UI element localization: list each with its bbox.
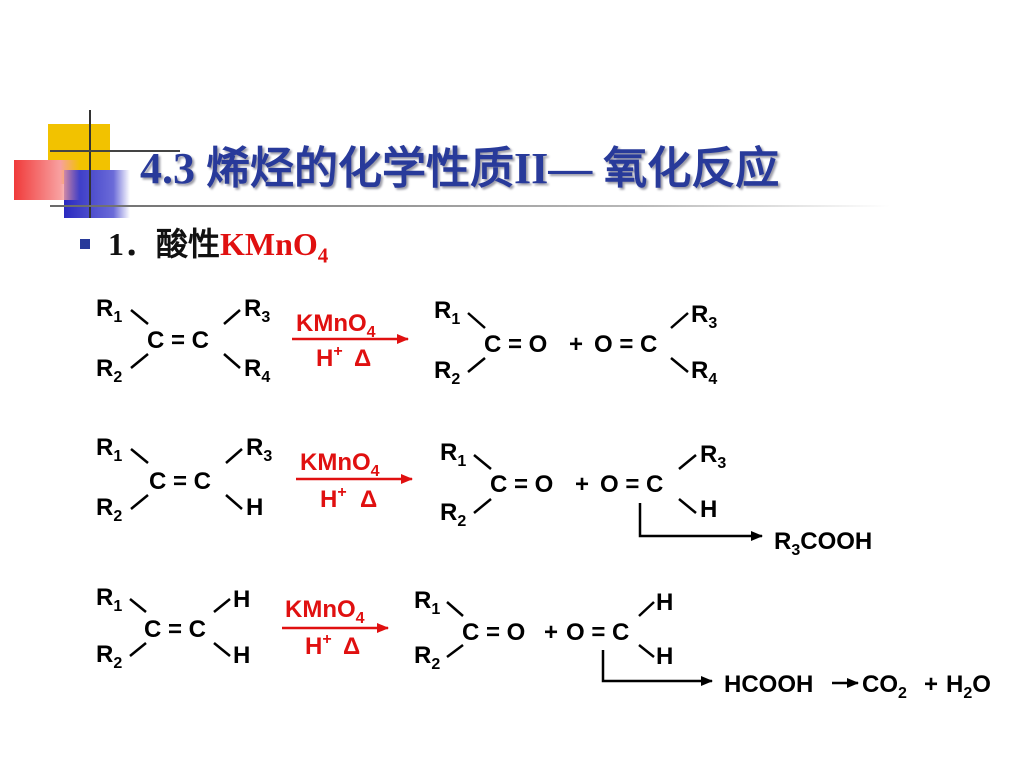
alkene-double-bond: C = C xyxy=(149,468,211,495)
substituent-r3: R3 xyxy=(700,441,726,472)
bond-lines xyxy=(473,454,697,514)
substituent-r2: R2 xyxy=(96,355,122,386)
substituent-r1: R1 xyxy=(414,587,440,618)
substituent-r4: R4 xyxy=(244,355,270,386)
heat-symbol: Δ xyxy=(354,345,371,372)
reagent-formula: KMnO4 xyxy=(285,596,365,627)
heat-symbol: Δ xyxy=(360,486,377,513)
reagent-formula: KMnO4 xyxy=(296,310,376,341)
bullet-reagent-formula: KMnO4 xyxy=(220,226,328,267)
carbonyl-right: O = C xyxy=(594,331,657,358)
substituent-r1: R1 xyxy=(96,295,122,326)
substituent-r1: R1 xyxy=(96,434,122,465)
bullet-item: 1．酸性KMnO4 xyxy=(80,219,328,267)
reaction-row-2: R1 R2 R3 H C = C KMnO4 H+ Δ R1 R2 C = O … xyxy=(96,434,872,559)
bond-lines xyxy=(129,598,231,657)
substituent-r2: R2 xyxy=(440,499,466,530)
further-oxidation-arrow xyxy=(638,503,763,541)
substituent-r3: R3 xyxy=(246,434,272,465)
logo-horizontal-line xyxy=(50,150,180,152)
carbonyl-right: O = C xyxy=(600,471,663,498)
substituent-r3: R3 xyxy=(691,301,717,332)
product-water: H2O xyxy=(946,671,991,702)
substituent-r3: R3 xyxy=(244,295,270,326)
red-block xyxy=(14,160,80,200)
bond-lines xyxy=(467,312,689,373)
substituent-r2: R2 xyxy=(434,357,460,388)
bond-lines xyxy=(130,448,243,510)
reaction-row-1: R1 R2 R3 R4 C = C KMnO4 H+ Δ R1 R2 C = O… xyxy=(96,295,717,388)
title-divider xyxy=(50,205,890,207)
product-carbon-dioxide: CO2 xyxy=(862,671,907,702)
hydrogen-atom: H xyxy=(246,494,263,521)
substituent-r1: R1 xyxy=(96,584,122,615)
product-formic-acid: HCOOH xyxy=(724,671,813,698)
reaction-row-3: R1 R2 H H C = C KMnO4 H+ Δ R1 R2 C = O +… xyxy=(96,584,991,702)
alkene-double-bond: C = C xyxy=(144,616,206,643)
substituent-r2: R2 xyxy=(96,641,122,672)
substituent-r1: R1 xyxy=(440,439,466,470)
reagent-acid: H+ xyxy=(316,343,343,372)
bullet-formula-sub: 4 xyxy=(317,243,329,268)
bond-lines xyxy=(130,309,241,369)
page-title: 4.3 烯烃的化学性质II— 氧化反应 xyxy=(140,144,780,193)
hydrogen-atom: H xyxy=(700,496,717,523)
hydrogen-atom: H xyxy=(233,586,250,613)
bullet-icon xyxy=(80,238,90,249)
bullet-text: 1．酸性 xyxy=(108,226,221,262)
bond-lines xyxy=(446,601,655,658)
plus-sign: + xyxy=(544,619,558,646)
alkene-double-bond: C = C xyxy=(147,327,209,354)
carbonyl-left: C = O xyxy=(490,471,553,498)
substituent-r2: R2 xyxy=(414,642,440,673)
hydrogen-atom: H xyxy=(656,589,673,616)
substituent-r4: R4 xyxy=(691,357,717,388)
bullet-formula-main: KMnO xyxy=(220,226,318,262)
vertical-line xyxy=(89,110,91,218)
reagent-formula: KMnO4 xyxy=(300,449,380,480)
hydrogen-atom: H xyxy=(233,642,250,669)
plus-sign: + xyxy=(575,471,589,498)
carbonyl-right: O = C xyxy=(566,619,629,646)
carbonyl-left: C = O xyxy=(462,619,525,646)
substituent-r2: R2 xyxy=(96,494,122,525)
product-carboxylic-acid: R3COOH xyxy=(774,528,872,559)
substituent-r1: R1 xyxy=(434,297,460,328)
plus-sign: + xyxy=(569,331,583,358)
hydrogen-atom: H xyxy=(656,643,673,670)
heat-symbol: Δ xyxy=(343,633,360,660)
reagent-acid: H+ xyxy=(320,484,347,513)
further-oxidation-arrow xyxy=(601,650,713,686)
carbonyl-left: C = O xyxy=(484,331,547,358)
plus-sign: + xyxy=(924,671,938,698)
reagent-acid: H+ xyxy=(305,631,332,660)
